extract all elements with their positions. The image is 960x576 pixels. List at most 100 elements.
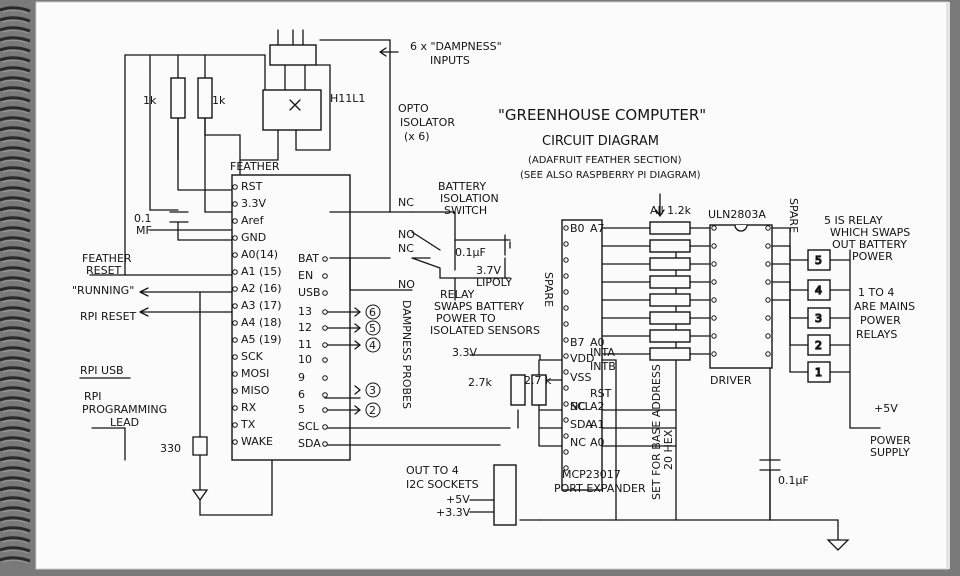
- relay5-note-3: OUT BATTERY: [832, 238, 907, 251]
- mains-note-1: 1 TO 4: [858, 286, 894, 299]
- spiral-ring-highlight: [1, 109, 29, 114]
- expander-pin-label: NC: [570, 400, 586, 413]
- expander-pin-label: SDA: [570, 418, 593, 431]
- resistor-array-label: All 1.2k: [650, 204, 692, 217]
- spiral-ring: [0, 266, 31, 273]
- driver-out-dot: [765, 243, 771, 249]
- expander-pin-label: A0: [590, 336, 605, 349]
- feather-right-pin-dot: [322, 441, 328, 447]
- probe-number: 4: [369, 339, 376, 352]
- spiral-ring-highlight: [1, 449, 29, 454]
- probe-number: 6: [369, 306, 376, 319]
- expander-pin-dot: [563, 305, 569, 311]
- spiral-ring-highlight: [1, 129, 29, 134]
- feather-left-pin-dot: [232, 320, 238, 326]
- spiral-ring-highlight: [1, 549, 29, 554]
- array-resistor: [649, 221, 691, 235]
- spiral-ring-highlight: [1, 119, 29, 124]
- i2c-resistor-2: 2.7 k: [524, 374, 552, 387]
- spiral-ring-highlight: [1, 359, 29, 364]
- spiral-ring: [0, 186, 31, 193]
- probe-circle: [365, 337, 381, 353]
- feather-left-pin-label: GND: [241, 231, 266, 244]
- spiral-ring-highlight: [1, 229, 29, 234]
- spiral-ring: [0, 456, 31, 463]
- spiral-ring-highlight: [1, 429, 29, 434]
- spiral-ring-highlight: [1, 99, 29, 104]
- spiral-ring-highlight: [1, 479, 29, 484]
- driver-pin-dot: [711, 243, 717, 249]
- expander-pin-dot: [563, 273, 569, 279]
- driver-pin-dot: [711, 297, 717, 303]
- relay5-note-1: 5 IS RELAY: [824, 214, 883, 227]
- feather-left-pin-label: MOSI: [241, 367, 269, 380]
- spiral-ring-highlight: [1, 279, 29, 284]
- expander-pin-dot: [563, 401, 569, 407]
- i2c-resistor-1: 2.7k: [468, 376, 492, 389]
- feather-reset-line-2: RESET: [86, 264, 122, 277]
- feather-left-pin-dot: [232, 405, 238, 411]
- i2c-plus5: +5V: [446, 493, 470, 506]
- relay-note-line-3: POWER TO: [436, 312, 496, 325]
- rpi-lead-line-3: LEAD: [110, 416, 139, 429]
- expander-pin-label: A7: [590, 222, 605, 235]
- power-plus5: +5V: [874, 402, 898, 415]
- probe-arrow: [354, 340, 361, 350]
- feather-right-pin-dot: [322, 325, 328, 331]
- mains-note-2: ARE MAINS: [854, 300, 915, 313]
- spiral-ring-highlight: [1, 399, 29, 404]
- i2c-plus3: +3.3V: [436, 506, 471, 519]
- spiral-ring-highlight: [1, 19, 29, 24]
- expander-pin-dot: [563, 417, 569, 423]
- feather-left-pin-dot: [232, 371, 238, 377]
- probe-arrow: [354, 323, 361, 333]
- relay-number: 5: [815, 254, 822, 267]
- spiral-ring-highlight: [1, 69, 29, 74]
- expander-pin-dot: [563, 385, 569, 391]
- spiral-ring-highlight: [1, 29, 29, 34]
- feather-left-pin-label: A0(14): [241, 248, 278, 261]
- array-resistor: [649, 311, 691, 325]
- expander-pin-label: B7: [570, 336, 585, 349]
- spiral-ring-highlight: [1, 79, 29, 84]
- spiral-ring: [0, 556, 31, 563]
- driver-out-dot: [765, 279, 771, 285]
- spiral-ring: [0, 156, 31, 163]
- spiral-ring: [0, 146, 31, 153]
- feather-left-pin-label: A1 (15): [241, 265, 282, 278]
- feather-right-pin-label: 10: [298, 353, 312, 366]
- driver-pin-dot: [711, 279, 717, 285]
- array-resistor: [649, 239, 691, 253]
- feather-left-pin-dot: [232, 439, 238, 445]
- probe-circle: [365, 402, 381, 418]
- spiral-ring: [0, 116, 31, 123]
- power-label-1: POWER: [870, 434, 911, 447]
- expander-pin-dot: [563, 257, 569, 263]
- spiral-ring-highlight: [1, 489, 29, 494]
- opto-note-line-3: (x 6): [404, 130, 430, 143]
- feather-left-pin-label: RST: [241, 180, 263, 193]
- expander-spare: SPARE: [542, 272, 555, 307]
- feather-right-pin-dot: [322, 407, 328, 413]
- driver-chip-name: ULN2803A: [708, 208, 766, 221]
- relay-note-line-4: ISOLATED SENSORS: [430, 324, 540, 337]
- diagram-subnote-1: (ADAFRUIT FEATHER SECTION): [528, 155, 682, 166]
- feather-right-pin-dot: [322, 309, 328, 315]
- relay5-note-4: POWER: [852, 250, 893, 263]
- spiral-ring: [0, 246, 31, 253]
- spiral-ring-highlight: [1, 309, 29, 314]
- cap-feather-line-1: 0.1: [134, 212, 152, 225]
- driver-out-dot: [765, 225, 771, 231]
- relay5-note-2: WHICH SWAPS: [830, 226, 910, 239]
- rpi-usb-label: RPI USB: [80, 364, 124, 377]
- spiral-ring: [0, 236, 31, 243]
- feather-right-pin-label: 9: [298, 371, 305, 384]
- array-resistor: [649, 293, 691, 307]
- spiral-ring: [0, 526, 31, 533]
- spiral-ring-highlight: [1, 199, 29, 204]
- spiral-ring: [0, 476, 31, 483]
- spiral-ring: [0, 406, 31, 413]
- lipoly-line-1: 3.7V: [476, 264, 501, 277]
- diagram-subtitle: CIRCUIT DIAGRAM: [542, 134, 659, 149]
